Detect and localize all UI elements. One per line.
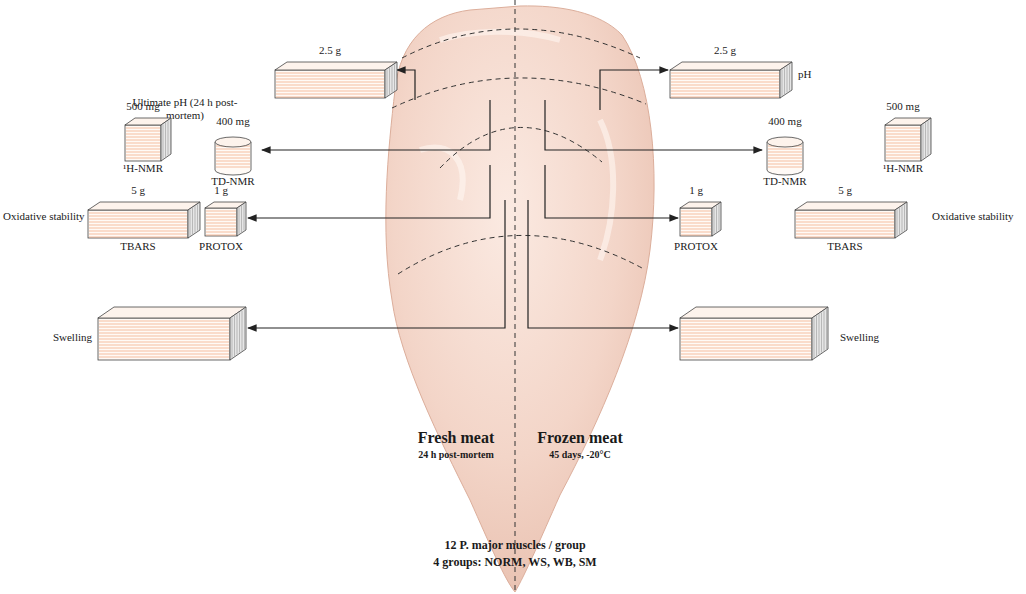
analysis-name: TD-NMR: [197, 175, 269, 188]
sample-cylinder: 400 mgTD-NMR: [215, 137, 251, 175]
analysis-name: TBARS: [795, 240, 895, 253]
analysis-name: PROTOX: [181, 240, 261, 253]
divider: [515, 0, 516, 594]
label-text: 45 days, -20°C: [520, 448, 640, 461]
label-text: 4 groups: NORM, WS, WB, SM: [340, 555, 690, 570]
analysis-name: PROTOX: [656, 240, 736, 253]
label-text: Oxidative stability: [3, 209, 85, 223]
sample-block: 2.5 gUltimate pH (24 h post-mortem): [275, 62, 397, 98]
sample-shape: [275, 62, 397, 98]
sample-mass: 1 g: [664, 184, 728, 197]
sample-block: 5 gTBARS: [88, 202, 200, 238]
sample-shape: [125, 118, 171, 161]
sample-mass: 2.5 g: [275, 44, 385, 57]
sample-shape: [88, 202, 200, 238]
sample-block: 2.5 gpH: [670, 62, 792, 98]
sample-shape: [885, 118, 931, 161]
sample-arrows: [248, 70, 762, 328]
sample-block: 1 gPROTOX: [680, 202, 721, 236]
sample-mass: 500 mg: [871, 100, 935, 113]
sample-block: 500 mg¹H-NMR: [885, 118, 931, 161]
sample-mass: 5 g: [88, 184, 188, 197]
sample-shape: [215, 137, 251, 175]
sample-block: Swelling: [680, 307, 828, 360]
label-text: 24 h post-mortem: [400, 448, 512, 461]
sample-shape: [680, 307, 828, 360]
label-text: Frozen meat: [520, 428, 640, 447]
analysis-name: ¹H-NMR: [107, 162, 179, 175]
cut-lines: [392, 29, 646, 274]
analysis-name: pH: [798, 68, 828, 81]
sample-mass: 2.5 g: [670, 44, 780, 57]
label-text: Fresh meat: [400, 428, 512, 447]
sample-block: 5 gTBARS: [795, 202, 907, 238]
sample-shape: [98, 307, 246, 360]
sample-mass: 400 mg: [201, 115, 265, 128]
sample-mass: 400 mg: [753, 115, 817, 128]
sample-mass: 500 mg: [111, 100, 175, 113]
sample-shape: [767, 137, 803, 175]
sample-cylinder: 400 mgTD-NMR: [767, 137, 803, 175]
label-text: Oxidative stability: [932, 209, 1022, 223]
sample-block: Swelling: [98, 307, 246, 360]
analysis-name: TBARS: [88, 240, 188, 253]
analysis-name: TD-NMR: [749, 175, 821, 188]
sample-block: 500 mg¹H-NMR: [125, 118, 171, 161]
sample-mass: 5 g: [795, 184, 895, 197]
analysis-name: Swelling: [36, 331, 92, 344]
analysis-name: ¹H-NMR: [867, 162, 939, 175]
sample-shape: [680, 202, 721, 236]
sample-mass: 1 g: [189, 184, 253, 197]
analysis-name: Swelling: [840, 331, 900, 344]
label-text: 12 P. major muscles / group: [340, 538, 690, 553]
sample-shape: [795, 202, 907, 238]
sample-shape: [670, 62, 792, 98]
pectoralis-major: [386, 6, 654, 592]
sample-shape: [205, 202, 246, 236]
sample-block: 1 gPROTOX: [205, 202, 246, 236]
